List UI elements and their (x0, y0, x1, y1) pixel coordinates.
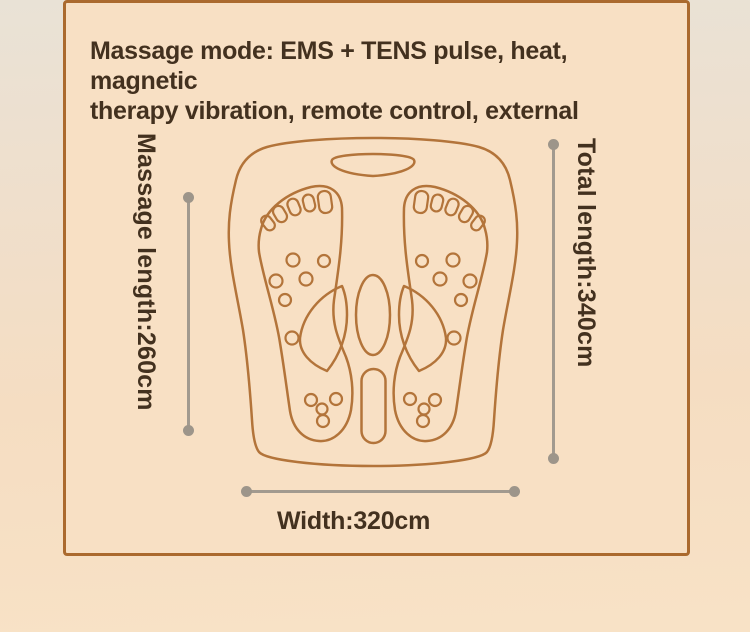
product-title-line2: therapy vibration, remote control, exter… (90, 97, 579, 125)
left-foot-massage-nodes (268, 252, 344, 429)
left-foot-toes (260, 189, 334, 232)
foot-massage-mat-diagram (227, 136, 519, 468)
mat-outline (227, 136, 519, 468)
total-length-label: Total length:340cm (572, 138, 600, 368)
total-length-measure-line (548, 139, 559, 464)
product-title: Massage mode: EMS + TENS pulse, heat, ma… (90, 36, 675, 126)
left-foot (257, 184, 354, 443)
handle-cutout (330, 152, 416, 178)
right-foot (392, 184, 489, 443)
product-title-line1: Massage mode: EMS + TENS pulse, heat, ma… (90, 37, 568, 95)
right-foot-massage-nodes (402, 252, 478, 429)
right-foot-toes (412, 189, 486, 232)
width-label: Width:320cm (277, 507, 431, 535)
content-frame (63, 0, 690, 556)
center-massage-elements (298, 273, 448, 445)
width-measure-line (241, 486, 520, 497)
massage-length-label: Massage length:260cm (132, 133, 160, 411)
massage-length-measure-line (183, 192, 194, 436)
